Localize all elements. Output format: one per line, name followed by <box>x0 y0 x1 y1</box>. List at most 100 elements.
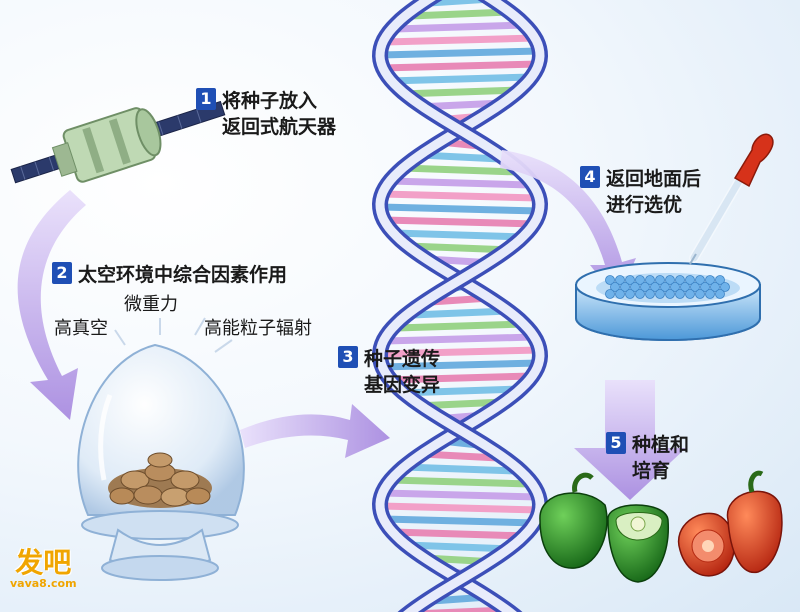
watermark-logo-text: 发吧 <box>15 546 72 579</box>
seedling-sphere <box>660 282 670 292</box>
watermark-logo: 发吧 vava8.com <box>10 548 77 590</box>
seedling-sphere <box>715 275 725 285</box>
factor-radiation: 高能粒子辐射 <box>204 318 312 339</box>
helix-backbone-strand <box>375 0 545 612</box>
petri-dish <box>575 262 761 341</box>
helix-base-pair <box>392 528 528 540</box>
step-5-line-2: 培育 <box>632 460 671 482</box>
helix-base-pair <box>396 320 524 332</box>
helix-base-pair <box>381 60 539 72</box>
step-1-line-2: 返回式航天器 <box>222 116 337 138</box>
seedling-sphere <box>655 289 665 299</box>
factor-arrows <box>114 317 233 353</box>
helix-base-pair <box>395 21 525 33</box>
seedling-sphere <box>630 282 640 292</box>
helix-base-pair <box>380 346 540 358</box>
seedling-sphere <box>605 289 615 299</box>
seedling-sphere <box>640 282 650 292</box>
helix-base-pair <box>381 359 539 371</box>
pepper-red-whole <box>726 470 783 574</box>
watermark-site: vava8.com <box>10 577 77 590</box>
seedling-sphere <box>635 275 645 285</box>
seedling-sphere <box>645 275 655 285</box>
seedling-sphere <box>615 275 625 285</box>
seedling-sphere <box>650 282 660 292</box>
dna-helix <box>371 0 549 612</box>
helix-base-pair <box>383 515 537 527</box>
seedling-sphere <box>625 275 635 285</box>
arrow-satellite-to-capsule <box>17 190 86 420</box>
capsule-dome <box>77 343 245 581</box>
step-2-line-1: 太空环境中综合因素作用 <box>78 264 288 286</box>
seedling-sphere <box>675 275 685 285</box>
seedling-sphere <box>635 289 645 299</box>
helix-base-pair <box>387 372 533 384</box>
helix-base-pair <box>379 502 541 514</box>
seedling-sphere <box>620 282 630 292</box>
step-1-line-1: 将种子放入 <box>222 90 318 112</box>
helix-base-pair <box>403 463 517 475</box>
seedling-sphere <box>665 289 675 299</box>
seedling-sphere <box>685 275 695 285</box>
helix-base-pair <box>402 164 518 176</box>
seedling-sphere <box>700 282 710 292</box>
helix-base-pair <box>383 216 537 228</box>
helix-base-pair <box>389 177 531 189</box>
pepper-red-halved <box>677 512 736 577</box>
seedling-sphere <box>720 282 730 292</box>
helix-base-pair <box>382 190 538 202</box>
seedling-sphere <box>690 282 700 292</box>
helix-base-pair <box>412 606 508 612</box>
factor-vacuum: 高真空 <box>54 318 108 339</box>
seeds <box>108 452 212 508</box>
seedling-sphere <box>695 289 705 299</box>
step-5-badge: 5 <box>606 432 626 454</box>
helix-base-pair <box>393 229 527 241</box>
helix-backbone-strand <box>375 0 545 612</box>
helix-base-pair <box>384 34 536 46</box>
seedling-sphere <box>610 282 620 292</box>
helix-base-pair <box>428 0 492 7</box>
seedling-sphere <box>715 289 725 299</box>
step-4-label: 4 返回地面后 进行选优 <box>580 166 701 218</box>
helix-base-pair <box>400 86 520 98</box>
helix-base-pair <box>388 73 532 85</box>
seedling-sphere <box>675 289 685 299</box>
helix-base-pair <box>410 8 510 20</box>
seedling-sphere <box>645 289 655 299</box>
seedling-sphere <box>665 275 675 285</box>
seedling-sphere <box>670 282 680 292</box>
step-4-line-2: 进行选优 <box>606 194 683 216</box>
seedling-sphere <box>615 289 625 299</box>
seedling-sphere <box>705 275 715 285</box>
pepper-green-halved <box>607 504 669 583</box>
helix-base-pair <box>379 203 541 215</box>
step-3-badge: 3 <box>338 346 358 368</box>
helix-base-pair <box>390 476 530 488</box>
arrow-dish-to-peppers <box>574 380 686 500</box>
step-3-label: 3 种子遗传 基因变异 <box>338 346 440 398</box>
satellite-icon <box>10 100 226 184</box>
step-4-badge: 4 <box>580 166 600 188</box>
helix-base-pair <box>385 333 535 345</box>
step-1-badge: 1 <box>196 88 216 110</box>
factor-microgravity: 微重力 <box>124 294 178 315</box>
seedling-sphere <box>680 282 690 292</box>
helix-base-pair <box>380 47 540 59</box>
seedling-sphere <box>710 282 720 292</box>
dropper-icon <box>689 133 774 265</box>
seedling-sphere <box>605 275 615 285</box>
step-1-label: 1 将种子放入 返回式航天器 <box>196 88 336 140</box>
seedling-sphere <box>695 275 705 285</box>
step-5-label: 5 种植和 培育 <box>606 432 689 484</box>
seedling-sphere <box>685 289 695 299</box>
step-2-badge: 2 <box>52 262 72 284</box>
step-5-line-1: 种植和 <box>632 434 690 456</box>
seedling-sphere <box>655 275 665 285</box>
helix-base-pair <box>382 489 538 501</box>
step-3-line-1: 种子遗传 <box>364 348 441 370</box>
step-3-line-2: 基因变异 <box>364 374 441 396</box>
seedling-sphere <box>705 289 715 299</box>
